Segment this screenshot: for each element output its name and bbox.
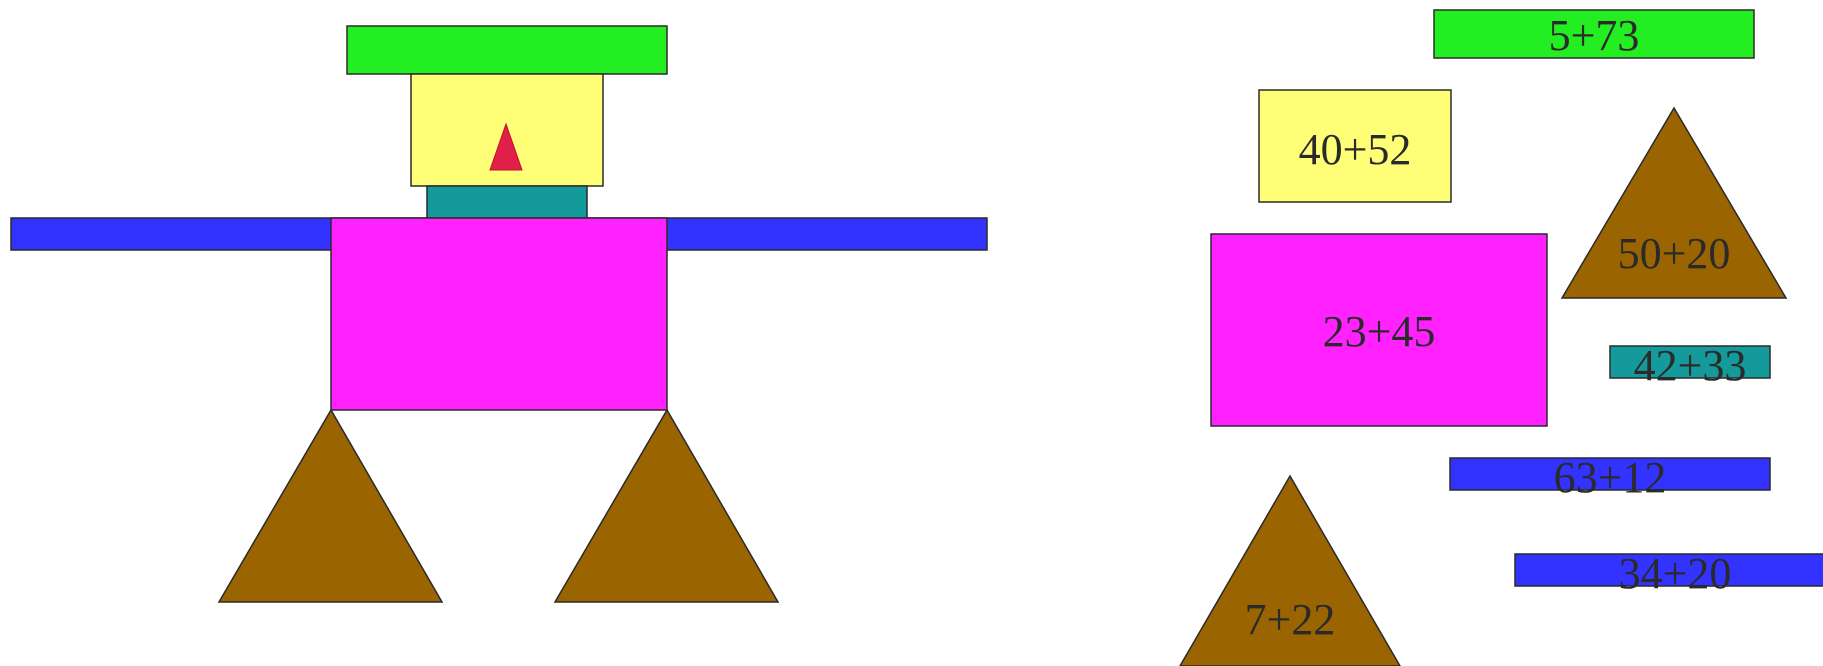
piece-label: 50+20 <box>1618 229 1731 278</box>
piece-label: 34+20 <box>1619 549 1732 598</box>
robot-neck <box>427 186 587 218</box>
piece-brown-triangle-upper: 50+20 <box>1562 108 1786 298</box>
robot-right-leg-triangle <box>555 410 778 602</box>
piece-yellow-box: 40+52 <box>1259 90 1451 202</box>
piece-blue-bar-lower: 34+20 <box>1515 549 1823 598</box>
piece-brown-triangle-lower: 7+22 <box>1180 476 1400 666</box>
piece-label: 40+52 <box>1299 125 1412 174</box>
piece-label: 7+22 <box>1245 595 1336 644</box>
piece-green-bar: 5+73 <box>1434 10 1754 60</box>
piece-teal-bar: 42+33 <box>1610 341 1770 390</box>
robot-hat-brim <box>347 26 667 74</box>
piece-label: 63+12 <box>1554 453 1667 502</box>
piece-label: 23+45 <box>1323 307 1436 356</box>
robot-left-leg-triangle <box>219 410 442 602</box>
piece-magenta-box: 23+45 <box>1211 234 1547 426</box>
piece-blue-bar-upper: 63+12 <box>1450 453 1770 502</box>
piece-label: 5+73 <box>1549 11 1640 60</box>
piece-label: 42+33 <box>1634 341 1747 390</box>
robot-figure <box>11 26 987 602</box>
robot-body <box>331 218 667 410</box>
